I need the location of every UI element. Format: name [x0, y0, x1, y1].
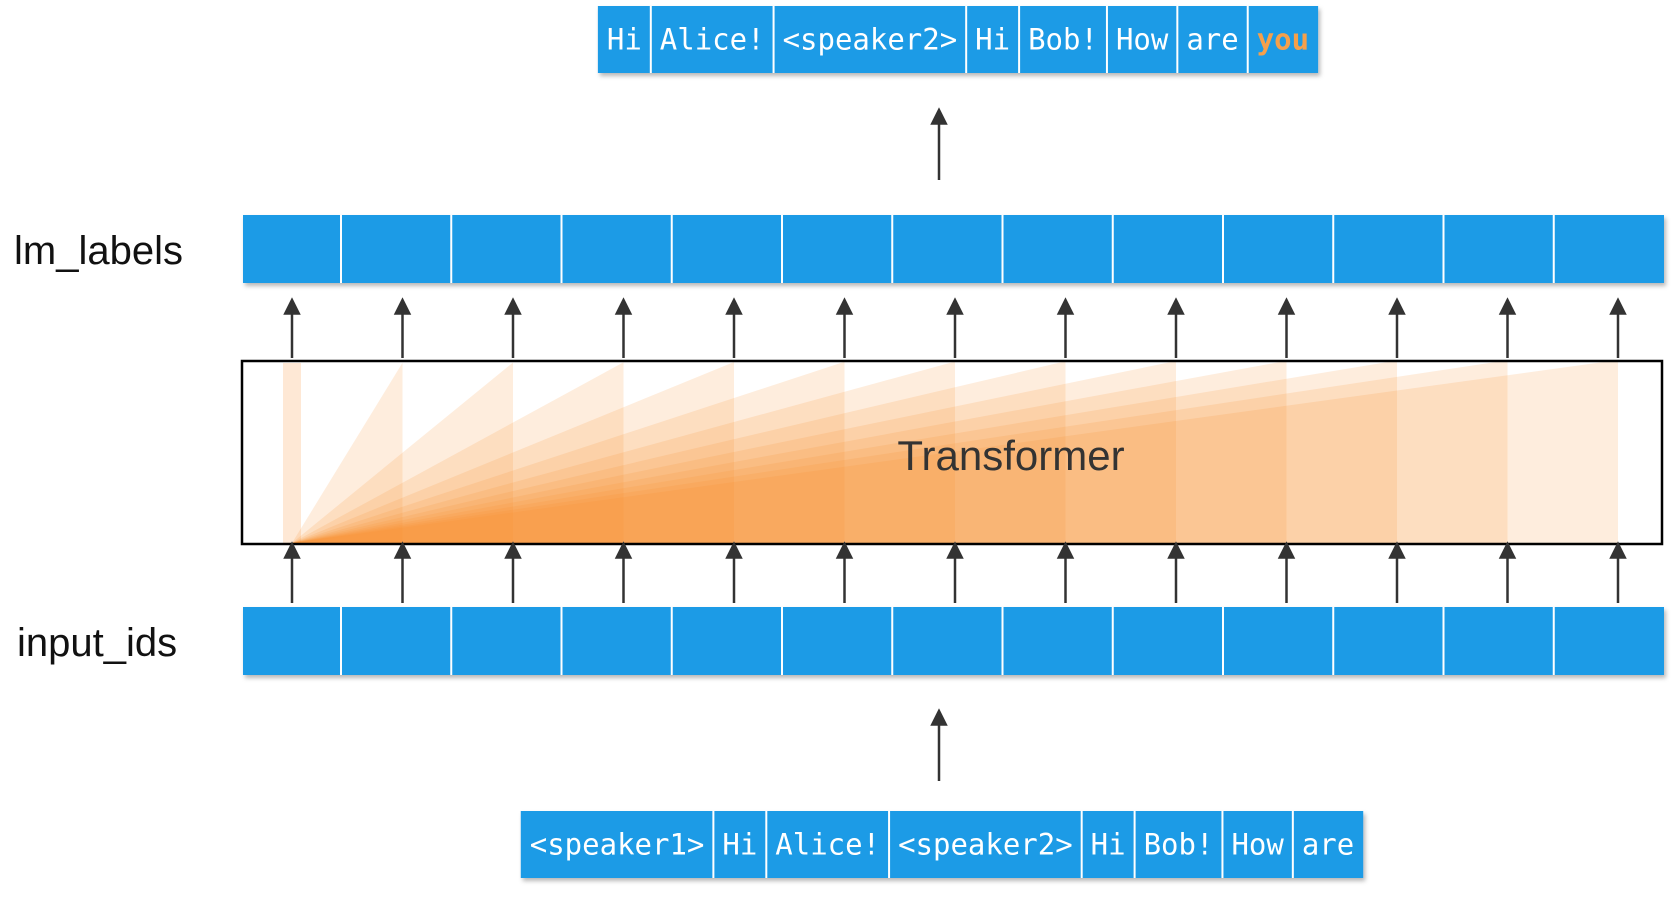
input-ids-background [243, 607, 1664, 675]
output-token-0: Hi [607, 23, 642, 57]
input-token-5: Bob! [1144, 828, 1214, 862]
output-token-1: Alice! [660, 23, 765, 57]
input-token-0: <speaker1> [530, 828, 705, 862]
attention-fan-0 [283, 363, 301, 543]
attention-fan-5 [292, 361, 845, 543]
output-token-3: Hi [975, 23, 1010, 57]
attention-fan-11 [292, 360, 1508, 543]
attention-fan-3 [292, 362, 624, 543]
lm-labels-background [243, 215, 1664, 283]
output-token-5: How [1116, 23, 1169, 57]
input-ids-label: input_ids [17, 621, 177, 665]
input-token-4: Hi [1091, 828, 1126, 862]
output-background [597, 6, 1319, 73]
transformer-input-arrows [283, 541, 1627, 603]
attention-fan-12 [292, 360, 1618, 543]
input-token-6: How [1231, 828, 1284, 862]
input-token-1: Hi [722, 828, 757, 862]
output-token-7: you [1257, 23, 1309, 57]
lm-labels-label: lm_labels [14, 229, 183, 273]
output-token-2: <speaker2> [783, 23, 958, 57]
attention-fan-4 [292, 362, 734, 543]
attention-fan-9 [292, 360, 1287, 543]
attention-fan-8 [292, 361, 1176, 543]
transformer-output-arrows [283, 297, 1627, 358]
attention-fan-2 [292, 362, 513, 543]
transformer-block: Transformer [240, 359, 1664, 546]
attention-fan-6 [292, 361, 955, 543]
input-token-2: Alice! [775, 828, 880, 862]
attention-fan-10 [292, 360, 1397, 543]
attention-fan-1 [292, 362, 403, 543]
output-token-6: are [1186, 23, 1238, 57]
attention-fan-7 [292, 361, 1066, 543]
input-token-3: <speaker2> [898, 828, 1073, 862]
transformer-label: Transformer [897, 432, 1124, 479]
output-token-4: Bob! [1028, 23, 1098, 57]
input-token-7: are [1302, 828, 1354, 862]
input-ids-row [243, 607, 1664, 675]
causal-attention-fans [283, 360, 1618, 543]
lm-labels-row [243, 215, 1664, 283]
